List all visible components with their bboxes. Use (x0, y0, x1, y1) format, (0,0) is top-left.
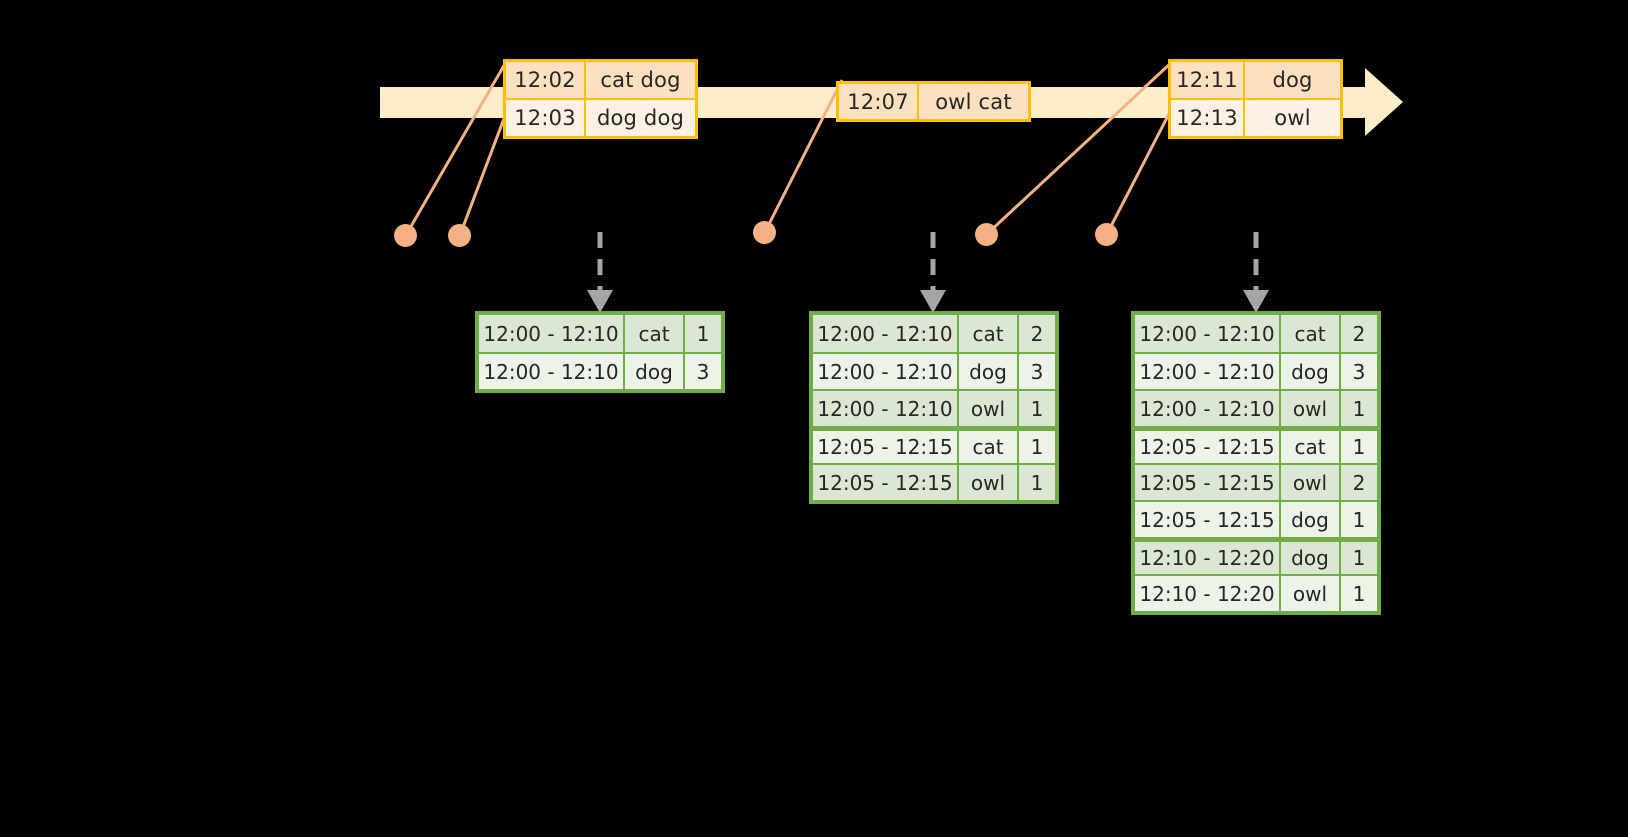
key-cell: dog (1279, 354, 1339, 389)
key-cell: owl (957, 391, 1017, 426)
count-cell: 1 (1339, 502, 1377, 537)
connector-dot (448, 224, 471, 247)
table-row: 12:10 - 12:20 dog 1 (1135, 537, 1377, 574)
event-row: 12:07 owl cat (839, 84, 1028, 119)
count-cell: 1 (1017, 391, 1055, 426)
table-row: 12:00 - 12:10 cat 1 (479, 315, 721, 352)
window-cell: 12:10 - 12:20 (1135, 576, 1279, 611)
table-row: 12:05 - 12:15 cat 1 (1135, 426, 1377, 463)
table-row: 12:00 - 12:10 owl 1 (1135, 389, 1377, 426)
window-cell: 12:00 - 12:10 (479, 315, 623, 352)
table-row: 12:10 - 12:20 owl 1 (1135, 574, 1377, 611)
key-cell: owl (1279, 391, 1339, 426)
connector-dot (753, 221, 776, 244)
key-cell: cat (623, 315, 683, 352)
key-cell: owl (1279, 465, 1339, 500)
dashed-arrow-2 (920, 232, 946, 313)
key-cell: dog (1279, 502, 1339, 537)
count-cell: 1 (1339, 391, 1377, 426)
event-time: 12:07 (839, 84, 919, 119)
timeline-arrowhead (1365, 68, 1403, 136)
key-cell: cat (957, 431, 1017, 463)
window-cell: 12:00 - 12:10 (479, 354, 623, 389)
event-group-1: 12:02 cat dog 12:03 dog dog (503, 59, 698, 139)
result-table-3: 12:00 - 12:10 cat 2 12:00 - 12:10 dog 3 … (1131, 311, 1381, 615)
window-cell: 12:05 - 12:15 (813, 431, 957, 463)
count-cell: 1 (1339, 431, 1377, 463)
count-cell: 1 (1339, 542, 1377, 574)
table-row: 12:00 - 12:10 dog 3 (479, 352, 721, 389)
count-cell: 2 (1339, 465, 1377, 500)
event-time: 12:13 (1171, 100, 1245, 136)
key-cell: owl (957, 465, 1017, 500)
table-row: 12:05 - 12:15 owl 2 (1135, 463, 1377, 500)
table-row: 12:05 - 12:15 owl 1 (813, 463, 1055, 500)
table-row: 12:00 - 12:10 owl 1 (813, 389, 1055, 426)
result-table-2: 12:00 - 12:10 cat 2 12:00 - 12:10 dog 3 … (809, 311, 1059, 504)
window-cell: 12:05 - 12:15 (1135, 502, 1279, 537)
key-cell: dog (957, 354, 1017, 389)
dashed-arrow-3 (1243, 232, 1269, 313)
key-cell: cat (1279, 431, 1339, 463)
count-cell: 3 (683, 354, 721, 389)
event-words: owl (1245, 100, 1340, 136)
count-cell: 3 (1339, 354, 1377, 389)
count-cell: 1 (1339, 576, 1377, 611)
event-time: 12:03 (506, 100, 586, 136)
table-row: 12:00 - 12:10 dog 3 (1135, 352, 1377, 389)
event-words: dog (1245, 62, 1340, 98)
dashed-arrow-1 (587, 232, 613, 313)
count-cell: 2 (1339, 315, 1377, 352)
connector-dot (975, 223, 998, 246)
window-cell: 12:00 - 12:10 (813, 354, 957, 389)
window-cell: 12:00 - 12:10 (813, 391, 957, 426)
window-cell: 12:00 - 12:10 (1135, 391, 1279, 426)
event-time: 12:11 (1171, 62, 1245, 98)
result-table-1: 12:00 - 12:10 cat 1 12:00 - 12:10 dog 3 (475, 311, 725, 393)
window-cell: 12:10 - 12:20 (1135, 542, 1279, 574)
count-cell: 1 (683, 315, 721, 352)
connector-dot (394, 224, 417, 247)
count-cell: 3 (1017, 354, 1055, 389)
event-row: 12:13 owl (1171, 98, 1340, 136)
event-time: 12:02 (506, 62, 586, 98)
event-group-3: 12:11 dog 12:13 owl (1168, 59, 1343, 139)
table-row: 12:00 - 12:10 dog 3 (813, 352, 1055, 389)
key-cell: dog (1279, 542, 1339, 574)
event-group-2: 12:07 owl cat (836, 81, 1031, 122)
count-cell: 2 (1017, 315, 1055, 352)
event-row: 12:11 dog (1171, 62, 1340, 98)
table-row: 12:00 - 12:10 cat 2 (1135, 315, 1377, 352)
table-row: 12:00 - 12:10 cat 2 (813, 315, 1055, 352)
key-cell: cat (1279, 315, 1339, 352)
window-cell: 12:00 - 12:10 (1135, 315, 1279, 352)
table-row: 12:05 - 12:15 cat 1 (813, 426, 1055, 463)
window-cell: 12:00 - 12:10 (1135, 354, 1279, 389)
event-row: 12:03 dog dog (506, 98, 695, 136)
event-words: dog dog (586, 100, 695, 136)
connector-dot (1095, 223, 1118, 246)
key-cell: dog (623, 354, 683, 389)
window-cell: 12:05 - 12:15 (1135, 431, 1279, 463)
window-cell: 12:00 - 12:10 (813, 315, 957, 352)
event-words: cat dog (586, 62, 695, 98)
table-row: 12:05 - 12:15 dog 1 (1135, 500, 1377, 537)
key-cell: cat (957, 315, 1017, 352)
event-row: 12:02 cat dog (506, 62, 695, 98)
event-words: owl cat (919, 84, 1028, 119)
count-cell: 1 (1017, 465, 1055, 500)
count-cell: 1 (1017, 431, 1055, 463)
window-cell: 12:05 - 12:15 (813, 465, 957, 500)
key-cell: owl (1279, 576, 1339, 611)
window-cell: 12:05 - 12:15 (1135, 465, 1279, 500)
